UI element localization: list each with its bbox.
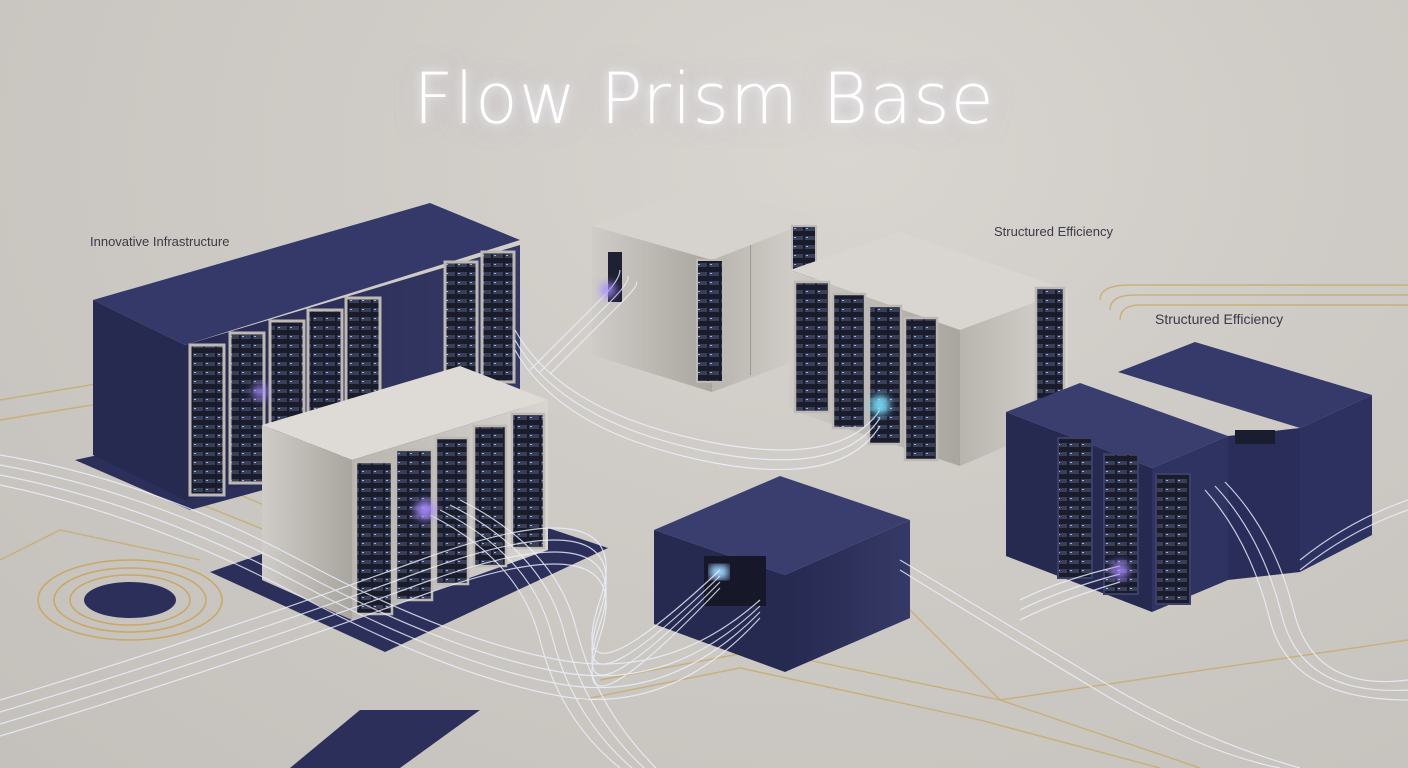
server-front-left [210,366,608,652]
server-top-middle [592,186,820,392]
floor-traces [0,284,1408,768]
page-title: Flow Prism Base [413,58,995,140]
label-innovative-infrastructure: Innovative Infrastructure [90,234,230,249]
floor-pad-circle [37,559,223,641]
label-structured-efficiency-right: Structured Efficiency [1155,311,1284,327]
floor-strip [290,710,480,768]
server-front-cube [654,476,910,672]
fiber-bundles [0,269,1408,768]
label-structured-efficiency-top: Structured Efficiency [994,224,1113,239]
floor-pad-disc [84,582,176,618]
port-glows [252,282,1129,579]
server-right-cluster [1006,342,1372,612]
